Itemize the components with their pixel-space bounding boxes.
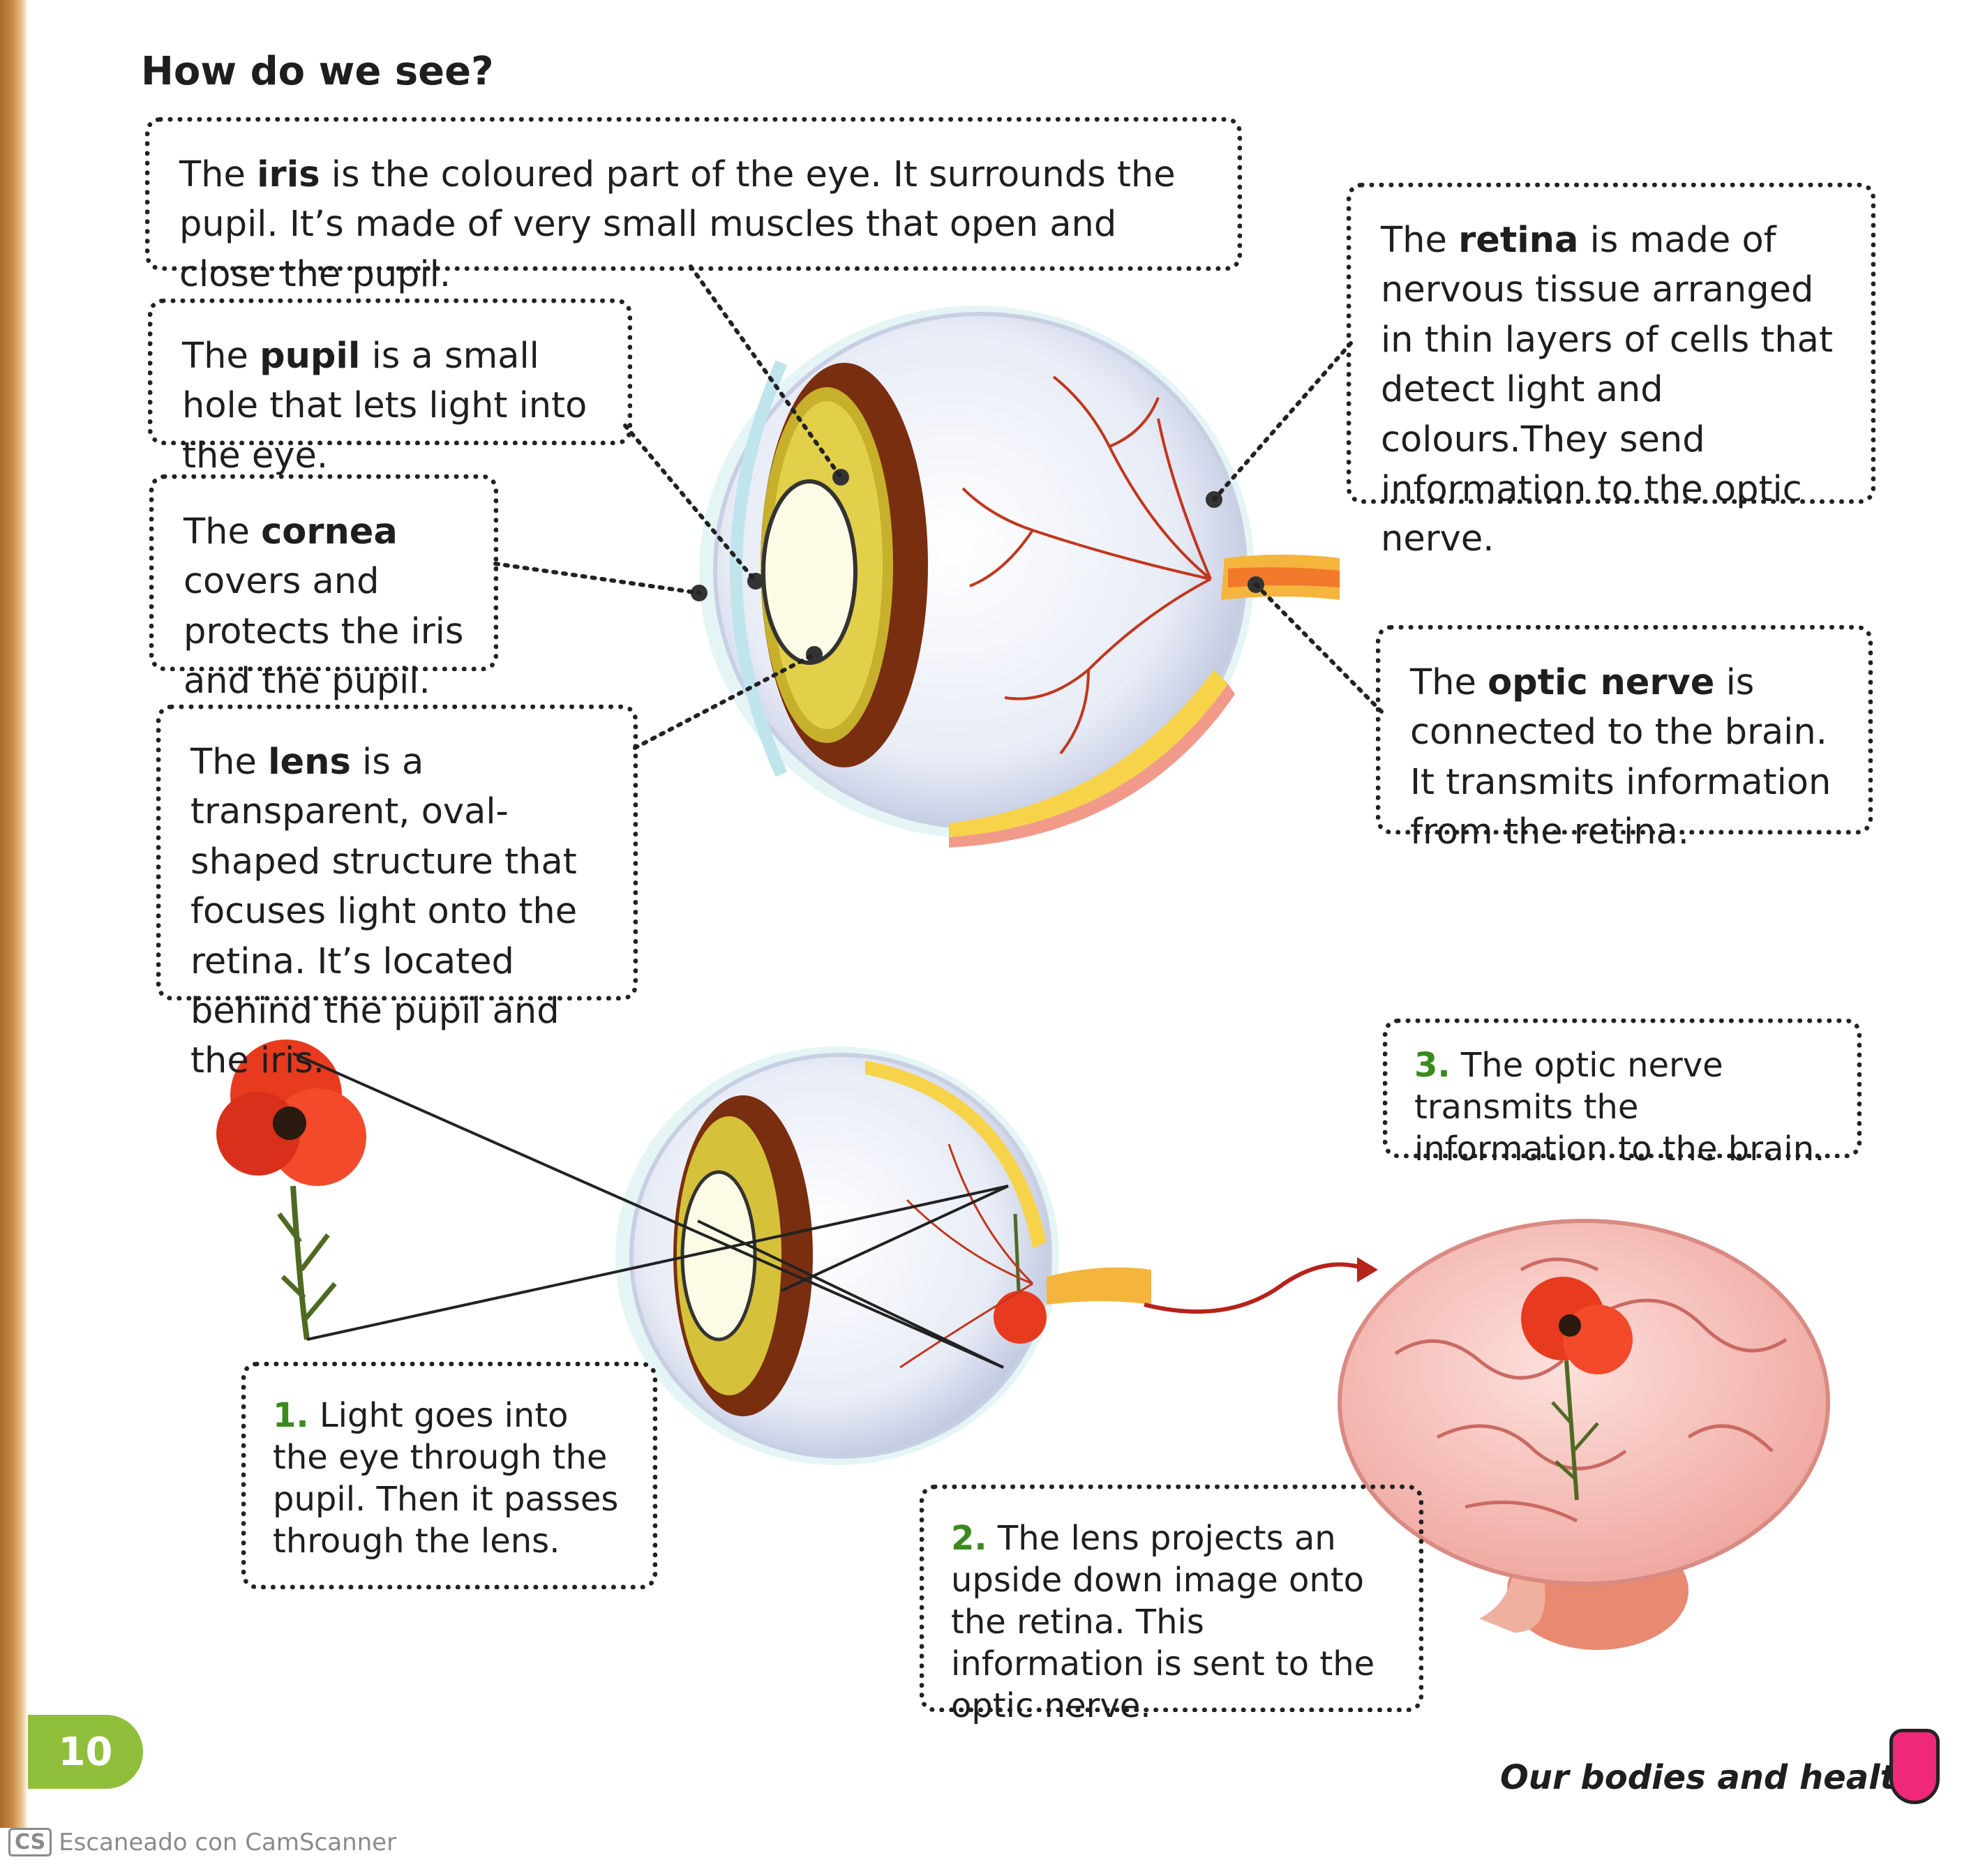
eye-image-formation: [615, 1046, 1151, 1465]
term-lens: lens: [268, 742, 351, 783]
step-number: 2.: [951, 1519, 987, 1558]
step-number: 3.: [1414, 1046, 1451, 1085]
poppy-flower: [216, 1040, 366, 1340]
eye-cross-section: [691, 306, 1340, 848]
callout-cornea: The cornea covers and protects the iris …: [149, 474, 498, 702]
callout-optic-nerve: The optic nerve is connected to the brai…: [1376, 625, 1873, 853]
scanner-watermark: CS Escaneado con CamScanner: [8, 1828, 396, 1856]
section-footer: Our bodies and health: [1500, 1758, 1920, 1797]
brain: [1338, 1219, 1830, 1650]
book-spine: [0, 0, 28, 1828]
step-3: 3. The optic nerve transmits the informa…: [1383, 1019, 1862, 1169]
term-pupil: pupil: [260, 336, 361, 377]
leader-lines: [493, 264, 1384, 750]
callout-retina: The retina is made of nervous tissue arr…: [1347, 183, 1875, 560]
watermark-text: Escaneado con CamScanner: [59, 1828, 397, 1856]
camscanner-logo-icon: CS: [8, 1828, 52, 1856]
step-2: 2. The lens projects an upside down imag…: [920, 1485, 1423, 1725]
page-title: How do we see?: [141, 49, 494, 94]
light-rays: [292, 1052, 1009, 1369]
callout-lens: The lens is a transparent, oval-shaped s…: [156, 705, 638, 1081]
step-1: 1. Light goes into the eye through the p…: [241, 1362, 657, 1589]
term-retina: retina: [1458, 220, 1579, 261]
term-cornea: cornea: [261, 511, 398, 553]
callout-iris: The iris is the coloured part of the eye…: [145, 117, 1242, 295]
step-number: 1.: [273, 1396, 309, 1435]
callout-pupil: The pupil is a small hole that lets ligh…: [148, 299, 632, 476]
nerve-to-brain-arrow: [1144, 1257, 1378, 1314]
page-number: 10: [28, 1715, 143, 1789]
term-iris: iris: [257, 154, 320, 195]
section-tab-marker: [1889, 1729, 1940, 1804]
term-optic-nerve: optic nerve: [1488, 662, 1715, 703]
